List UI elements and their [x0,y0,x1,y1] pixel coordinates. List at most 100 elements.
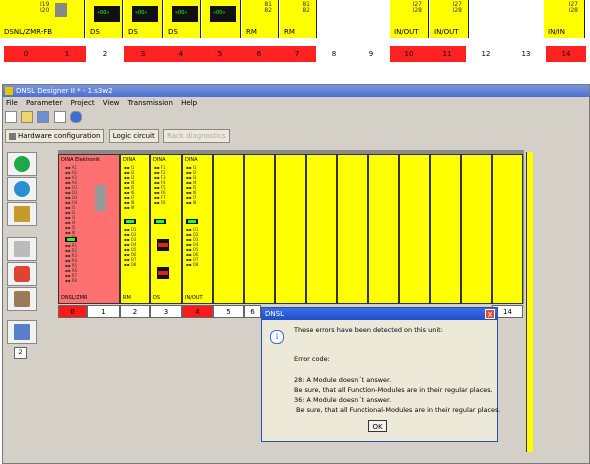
slot-number-14[interactable]: 14 [492,305,523,318]
step-button[interactable] [7,177,37,201]
step-icon [14,181,30,197]
top-slot-number: 11 [428,46,466,62]
rack-slot-0[interactable]: DINA Elektronik ▪▪ A1 ▪▪ A2 ▪▪ A3 ▪▪ A4 … [58,154,120,304]
error-28: 28: A Module doesn´t answer. [294,376,392,384]
relay-block [157,239,169,251]
ok-button[interactable]: OK [368,420,387,432]
settings-button[interactable] [7,262,37,286]
module-pins: I27 I28 [452,1,462,14]
slot-number-0[interactable]: 0 [58,305,87,318]
tab-hardware-configuration[interactable]: Hardware configuration [5,129,105,143]
slot-number-3[interactable]: 3 [150,305,182,318]
rack-slot-8[interactable] [306,154,337,304]
slot-io-pins: ▪▪ I1 ▪▪ I2 ▪▪ I3 ▪▪ I4 ▪▪ I5 ▪▪ I6 ▪▪ I… [186,165,197,205]
chart-icon [14,206,30,222]
slot-number-5[interactable]: 5 [213,305,244,318]
module-pins: I19 I20 [40,1,50,14]
top-slot-number: 8 [331,50,337,58]
display-chip: «00» [94,6,120,22]
rack-slot-13[interactable] [461,154,492,304]
display-chip: «00» [172,6,198,22]
slot-title: DINA [153,157,166,163]
rack-slot-9[interactable] [337,154,368,304]
top-slot-number: 1 [48,46,86,62]
slot-number-1[interactable]: 1 [87,305,120,318]
menu-project[interactable]: Project [70,99,95,107]
menu-parameter[interactable]: Parameter [25,99,63,107]
save-icon[interactable] [37,111,50,123]
rack-slot-2[interactable]: DINA ▪▪ I1 ▪▪ I2 ▪▪ I3 ▪▪ I4 ▪▪ I5 ▪▪ I6… [120,154,150,304]
top-module-14: I27 I28 IN/IN [544,0,585,38]
rack-slot-7[interactable] [275,154,306,304]
top-slot-number: 4 [162,46,200,62]
slot-io-pins: ▪▪ O1 ▪▪ O2 ▪▪ O3 ▪▪ O4 ▪▪ O5 ▪▪ O6 ▪▪ O… [186,227,199,267]
rack-slot-4[interactable]: DINA ▪▪ I1 ▪▪ I2 ▪▪ I3 ▪▪ I4 ▪▪ I5 ▪▪ I6… [182,154,213,304]
module-label: DSNL/ZMR-FB [4,28,53,36]
close-icon[interactable]: X [485,309,495,319]
slot-number-2[interactable]: 2 [120,305,150,318]
calendar-button[interactable] [7,320,37,344]
module-label: DS [168,28,178,36]
info-icon: i [270,330,284,344]
slot-footer: RM [123,295,131,301]
rack-slot-10[interactable] [368,154,399,304]
top-module-3: «00» DS [164,0,201,38]
rack-slot-14[interactable] [492,154,523,304]
zoomed-rack-strip: I19 I20 DSNL/ZMR-FB «00» DS «00» DS «00»… [0,0,590,66]
new-file-icon[interactable] [5,111,17,123]
top-slot-number: 13 [521,50,531,58]
rack-slot-12[interactable] [430,154,461,304]
top-slot-number: 14 [546,46,586,62]
top-module-10: I27 I28 IN/OUT [390,0,429,38]
open-folder-icon[interactable] [21,111,34,123]
rack-slot-11[interactable] [399,154,430,304]
top-module-11: I27 I28 IN/OUT [430,0,469,38]
transfer-button[interactable] [7,287,37,311]
top-module-5: 81 82 RM [242,0,279,38]
modules-icon [14,241,30,257]
slot-number-4[interactable]: 4 [182,305,213,318]
rack-slot-6[interactable] [244,154,275,304]
menu-help[interactable]: Help [181,99,198,107]
top-slot-number: 12 [481,50,491,58]
module-label: RM [246,28,257,36]
status-led [154,219,166,224]
chart-button[interactable] [7,202,37,226]
play-icon [14,156,30,172]
slot-io-pins: ▪▪ A1 ▪▪ A2 ▪▪ A3 ▪▪ A4 ▪▪ O1 ▪▪ O2 ▪▪ O… [65,165,78,240]
top-slot-number: 5 [200,46,240,62]
module-pins: 81 82 [264,1,272,14]
display-chip: «00» [132,6,158,22]
slot-number-6[interactable]: 6 [244,305,261,318]
top-module-1: «00» DS [86,0,123,38]
print-icon[interactable] [53,111,66,123]
rack-slot-5[interactable] [213,154,244,304]
window-titlebar[interactable]: DNSL Designer II * - 1.s3w2 [3,85,589,97]
help-icon[interactable] [69,111,82,123]
menu-file[interactable]: File [6,99,18,107]
status-led [186,219,198,224]
menu-transmission[interactable]: Transmission [127,99,173,107]
transfer-icon [14,291,30,307]
error-36-hint: Be sure, that all Functional-Modules are… [296,406,501,414]
modules-button[interactable] [7,237,37,261]
slot-io-pins: ▪▪ R1 ▪▪ R2 ▪▪ R3 ▪▪ R4 ▪▪ R5 ▪▪ R6 ▪▪ R… [65,243,78,283]
module-pins: I27 I28 [412,1,422,14]
dialog-titlebar[interactable]: DNSL X [262,308,497,320]
rack-slot-3[interactable]: DINA ▪▪ F1 ▪▪ F2 ▪▪ F3 ▪▪ F4 ▪▪ F5 ▪▪ F6… [150,154,182,304]
dialog-heading: These errors have been detected on this … [294,326,443,334]
dialog-title: DNSL [265,310,284,318]
tab-logic-circuit[interactable]: Logic circuit [108,129,159,143]
menu-view[interactable]: View [102,99,120,107]
module-label: DS [128,28,138,36]
slot-io-pins: ▪▪ I1 ▪▪ I2 ▪▪ I3 ▪▪ I4 ▪▪ I5 ▪▪ I6 ▪▪ I… [124,165,135,210]
main-toolbar [5,111,84,123]
top-module-6: 81 82 RM [280,0,317,38]
module-pins: 81 82 [302,1,310,14]
run-button[interactable] [7,152,37,176]
slot-title: DINA [123,157,136,163]
top-slot-number: 0 [4,46,48,62]
tab-rack-diagnostics[interactable]: Rack diagnostics [162,129,230,143]
top-module-2: «00» DS [124,0,163,38]
error-36: 36: A Module doesn´t answer. [294,396,392,404]
